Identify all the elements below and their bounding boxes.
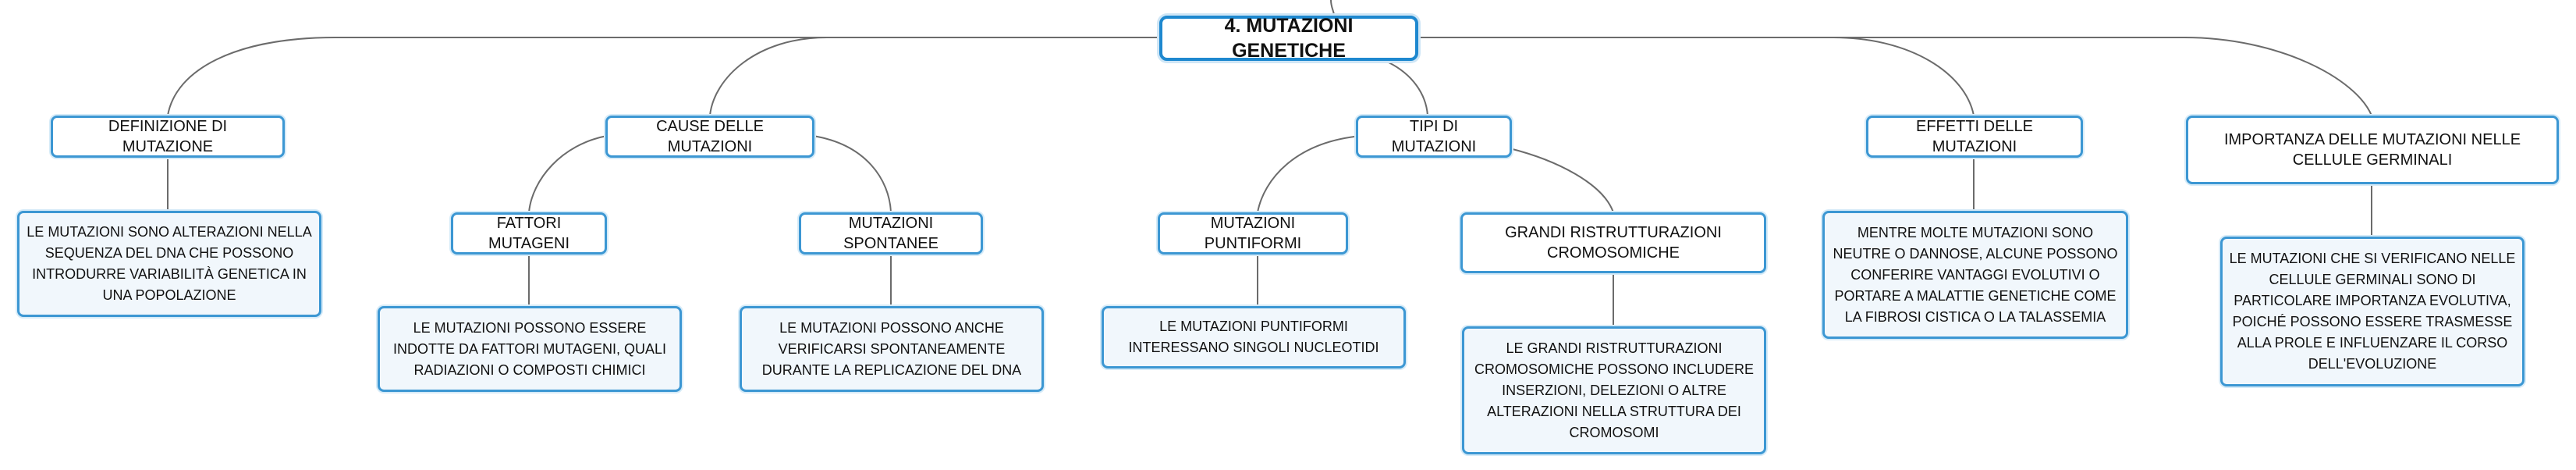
central-topic[interactable]: 4. MUTAZIONI GENETICHE bbox=[1159, 14, 1418, 62]
subtopic-fattori-label: FATTORI MUTAGENI bbox=[488, 215, 570, 252]
subtopic-spontanee[interactable]: MUTAZIONI SPONTANEE bbox=[799, 212, 983, 255]
note-puntiformi[interactable]: LE MUTAZIONI PUNTIFORMI INTERESSANO SING… bbox=[1102, 306, 1406, 369]
note-ristrutturazioni-text: LE GRANDI RISTRUTTURAZIONI CROMOSOMICHE … bbox=[1474, 340, 1755, 440]
subtopic-puntiformi-label: MUTAZIONI PUNTIFORMI bbox=[1204, 215, 1302, 252]
note-ristrutturazioni[interactable]: LE GRANDI RISTRUTTURAZIONI CROMOSOMICHE … bbox=[1462, 326, 1766, 454]
connector-cause-spontanee bbox=[812, 135, 892, 213]
topic-tipi-label: TIPI DI MUTAZIONI bbox=[1391, 118, 1477, 155]
note-fattori[interactable]: LE MUTAZIONI POSSONO ESSERE INDOTTE DA F… bbox=[378, 306, 682, 392]
note-effetti-text: MENTRE MOLTE MUTAZIONI SONO NEUTRE O DAN… bbox=[1833, 224, 2118, 325]
connector-cause-fattori bbox=[528, 135, 608, 213]
subtopic-puntiformi[interactable]: MUTAZIONI PUNTIFORMI bbox=[1158, 212, 1348, 255]
topic-effetti[interactable]: EFFETTI DELLE MUTAZIONI bbox=[1866, 116, 2083, 158]
central-topic-label: 4. MUTAZIONI GENETICHE bbox=[1224, 14, 1354, 62]
note-effetti[interactable]: MENTRE MOLTE MUTAZIONI SONO NEUTRE O DAN… bbox=[1822, 211, 2128, 339]
subtopic-ristrutturazioni[interactable]: GRANDI RISTRUTTURAZIONI CROMOSOMICHE bbox=[1460, 212, 1766, 273]
topic-importanza-label: IMPORTANZA DELLE MUTAZIONI NELLE CELLULE… bbox=[2223, 131, 2521, 169]
topic-cause[interactable]: CAUSE DELLE MUTAZIONI bbox=[605, 116, 814, 158]
note-definizione-text: LE MUTAZIONI SONO ALTERAZIONI NELLA SEQU… bbox=[27, 224, 312, 303]
topic-cause-label: CAUSE DELLE MUTAZIONI bbox=[656, 118, 764, 155]
note-fattori-text: LE MUTAZIONI POSSONO ESSERE INDOTTE DA F… bbox=[392, 319, 667, 378]
connector-central-effetti bbox=[1418, 37, 1975, 116]
connector-central-importanza bbox=[1418, 37, 2372, 116]
connector-tipi-puntiformi bbox=[1257, 135, 1362, 213]
note-importanza[interactable]: LE MUTAZIONI CHE SI VERIFICANO NELLE CEL… bbox=[2220, 237, 2525, 386]
note-definizione[interactable]: LE MUTAZIONI SONO ALTERAZIONI NELLA SEQU… bbox=[17, 211, 321, 317]
connector-central-tipi bbox=[1388, 62, 1428, 116]
topic-importanza[interactable]: IMPORTANZA DELLE MUTAZIONI NELLE CELLULE… bbox=[2186, 116, 2559, 184]
topic-tipi[interactable]: TIPI DI MUTAZIONI bbox=[1356, 116, 1512, 158]
connector-central-definizione bbox=[167, 37, 1159, 116]
note-spontanee[interactable]: LE MUTAZIONI POSSONO ANCHE VERIFICARSI S… bbox=[740, 306, 1044, 392]
note-importanza-text: LE MUTAZIONI CHE SI VERIFICANO NELLE CEL… bbox=[2229, 251, 2516, 372]
subtopic-fattori[interactable]: FATTORI MUTAGENI bbox=[451, 212, 607, 255]
connector-parent bbox=[1330, 0, 1335, 16]
subtopic-ristrutturazioni-label: GRANDI RISTRUTTURAZIONI CROMOSOMICHE bbox=[1505, 224, 1722, 262]
topic-definizione[interactable]: DEFINIZIONE DI MUTAZIONE bbox=[51, 116, 285, 158]
connector-central-cause bbox=[709, 37, 1159, 116]
note-spontanee-text: LE MUTAZIONI POSSONO ANCHE VERIFICARSI S… bbox=[761, 319, 1022, 378]
subtopic-spontanee-label: MUTAZIONI SPONTANEE bbox=[843, 215, 939, 252]
note-puntiformi-text: LE MUTAZIONI PUNTIFORMI INTERESSANO SING… bbox=[1128, 319, 1379, 355]
connector-tipi-ristrutturazioni bbox=[1509, 148, 1614, 213]
topic-effetti-label: EFFETTI DELLE MUTAZIONI bbox=[1915, 118, 2034, 155]
topic-definizione-label: DEFINIZIONE DI MUTAZIONE bbox=[108, 118, 228, 155]
